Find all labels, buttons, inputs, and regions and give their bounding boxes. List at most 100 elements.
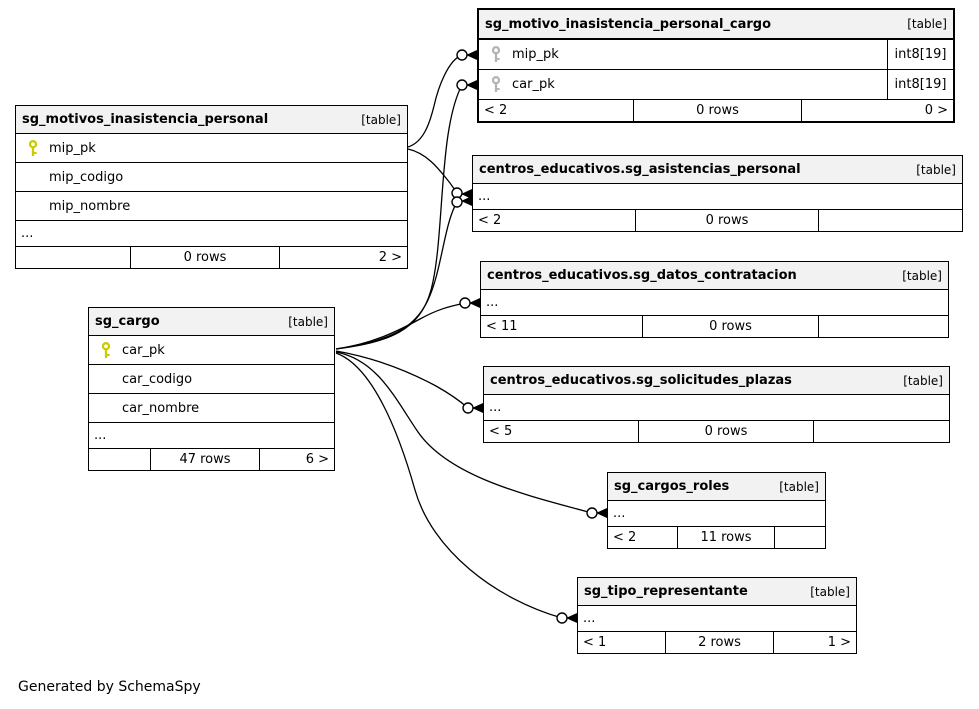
column-row: car_pk int8[19] [479, 70, 953, 100]
zero-circle [556, 612, 568, 624]
column-row: mip_nombre [16, 192, 407, 221]
table-sg_cargo: sg_cargo [table] car_pk car_codigo car_n… [88, 307, 335, 471]
edge-motivos-to-motivo_cargo [407, 54, 463, 148]
parents-count: < 11 [481, 316, 643, 337]
table-tag: [table] [779, 479, 819, 494]
rows-count: 11 rows [700, 530, 752, 545]
table-header[interactable]: sg_cargo [table] [89, 308, 334, 336]
table-sg_motivos_inasistencia_personal: sg_motivos_inasistencia_personal [table]… [15, 105, 408, 269]
parents-count: < 1 [578, 632, 666, 653]
table-footer: < 2 0 rows 0 > [479, 100, 953, 121]
crow-arrow [461, 189, 472, 199]
rows-count: 2 rows [698, 635, 741, 650]
table-name[interactable]: centros_educativos.sg_asistencias_person… [479, 162, 801, 177]
column-name: mip_pk [49, 140, 96, 156]
column-name: car_pk [512, 77, 555, 92]
more-columns-ellipsis: ... [484, 395, 949, 421]
crow-arrow [596, 508, 607, 518]
children-count: 1 > [773, 632, 856, 653]
column-row: car_nombre [89, 394, 334, 423]
table-name[interactable]: sg_cargos_roles [614, 479, 730, 494]
table-name[interactable]: sg_motivos_inasistencia_personal [22, 112, 269, 127]
more-columns-ellipsis: ... [578, 606, 856, 632]
table-header[interactable]: sg_cargos_roles [table] [608, 473, 825, 501]
table-tag: [table] [361, 112, 401, 127]
parents-count: < 2 [479, 100, 634, 121]
parents-count [16, 247, 131, 268]
generator-credit: Generated by SchemaSpy [18, 679, 201, 695]
table-sg_tipo_representante: sg_tipo_representante [table] ... < 1 2 … [577, 577, 857, 654]
column-type: int8[19] [887, 40, 953, 69]
zero-circle [459, 297, 471, 309]
table-name[interactable]: centros_educativos.sg_datos_contratacion [487, 268, 797, 283]
rows-count: 0 rows [696, 103, 739, 118]
table-sg_datos_contratacion: centros_educativos.sg_datos_contratacion… [480, 261, 949, 338]
table-footer: < 2 0 rows [473, 210, 962, 231]
table-tag: [table] [916, 162, 956, 177]
column-row: mip_codigo [16, 163, 407, 192]
table-footer: < 1 2 rows 1 > [578, 632, 856, 653]
table-footer: < 5 0 rows [484, 421, 949, 442]
parents-count: < 2 [473, 210, 636, 231]
more-columns-ellipsis: ... [89, 423, 334, 449]
column-name: car_nombre [122, 400, 200, 416]
children-count [813, 421, 949, 442]
table-name[interactable]: centros_educativos.sg_solicitudes_plazas [490, 373, 792, 388]
column-row: mip_pk [16, 134, 407, 163]
rows-count: 0 rows [704, 424, 748, 439]
parents-count [89, 449, 151, 470]
zero-circle [456, 79, 468, 91]
crow-arrow [469, 298, 480, 308]
table-footer: 47 rows 6 > [89, 449, 334, 470]
parents-count: < 5 [484, 421, 639, 442]
parents-count: < 2 [608, 527, 678, 548]
table-name[interactable]: sg_tipo_representante [584, 584, 748, 599]
crow-arrow [466, 80, 477, 90]
table-tag: [table] [907, 17, 947, 31]
table-footer: 0 rows 2 > [16, 247, 407, 268]
edge-cargo-to-solicitudes [335, 350, 469, 409]
crow-arrow [566, 613, 577, 623]
primary-key-icon [100, 342, 112, 359]
crow-arrow [461, 196, 472, 206]
table-tag: [table] [902, 268, 942, 283]
table-header[interactable]: centros_educativos.sg_datos_contratacion… [481, 262, 948, 290]
table-tag: [table] [810, 584, 850, 599]
primary-key-icon [490, 76, 502, 93]
rows-count: 47 rows [179, 452, 231, 467]
crow-arrow [472, 403, 483, 413]
table-header[interactable]: sg_tipo_representante [table] [578, 578, 856, 606]
table-footer: < 11 0 rows [481, 316, 948, 337]
more-columns-ellipsis: ... [608, 501, 825, 527]
column-row: mip_pk int8[19] [479, 40, 953, 70]
zero-circle [462, 402, 474, 414]
zero-circle [451, 196, 463, 208]
column-name: mip_pk [512, 47, 559, 62]
crow-arrow [466, 50, 477, 60]
edge-cargo-to-datos [335, 302, 466, 350]
table-header[interactable]: centros_educativos.sg_asistencias_person… [473, 156, 962, 184]
table-tag: [table] [288, 314, 328, 329]
zero-circle [451, 187, 463, 199]
table-name[interactable]: sg_cargo [95, 314, 160, 329]
table-name[interactable]: sg_motivo_inasistencia_personal_cargo [485, 16, 772, 32]
children-count: 2 > [279, 247, 407, 268]
table-header[interactable]: sg_motivos_inasistencia_personal [table] [16, 106, 407, 134]
column-name: car_pk [122, 342, 165, 358]
rows-count: 0 rows [709, 319, 752, 334]
table-sg_asistencias_personal: centros_educativos.sg_asistencias_person… [472, 155, 963, 232]
column-name: car_codigo [122, 371, 193, 387]
edge-motivos-to-asistencias [407, 148, 458, 194]
children-count [818, 210, 962, 231]
table-footer: < 2 11 rows [608, 527, 825, 548]
table-header[interactable]: sg_motivo_inasistencia_personal_cargo [t… [479, 10, 953, 40]
table-header[interactable]: centros_educativos.sg_solicitudes_plazas… [484, 367, 949, 395]
more-columns-ellipsis: ... [481, 290, 948, 316]
rows-count: 0 rows [183, 250, 227, 265]
zero-circle [456, 49, 468, 61]
more-columns-ellipsis: ... [16, 221, 407, 247]
children-count: 6 > [259, 449, 334, 470]
primary-key-icon [490, 46, 502, 63]
column-name: mip_nombre [49, 198, 131, 214]
children-count: 0 > [801, 100, 953, 121]
